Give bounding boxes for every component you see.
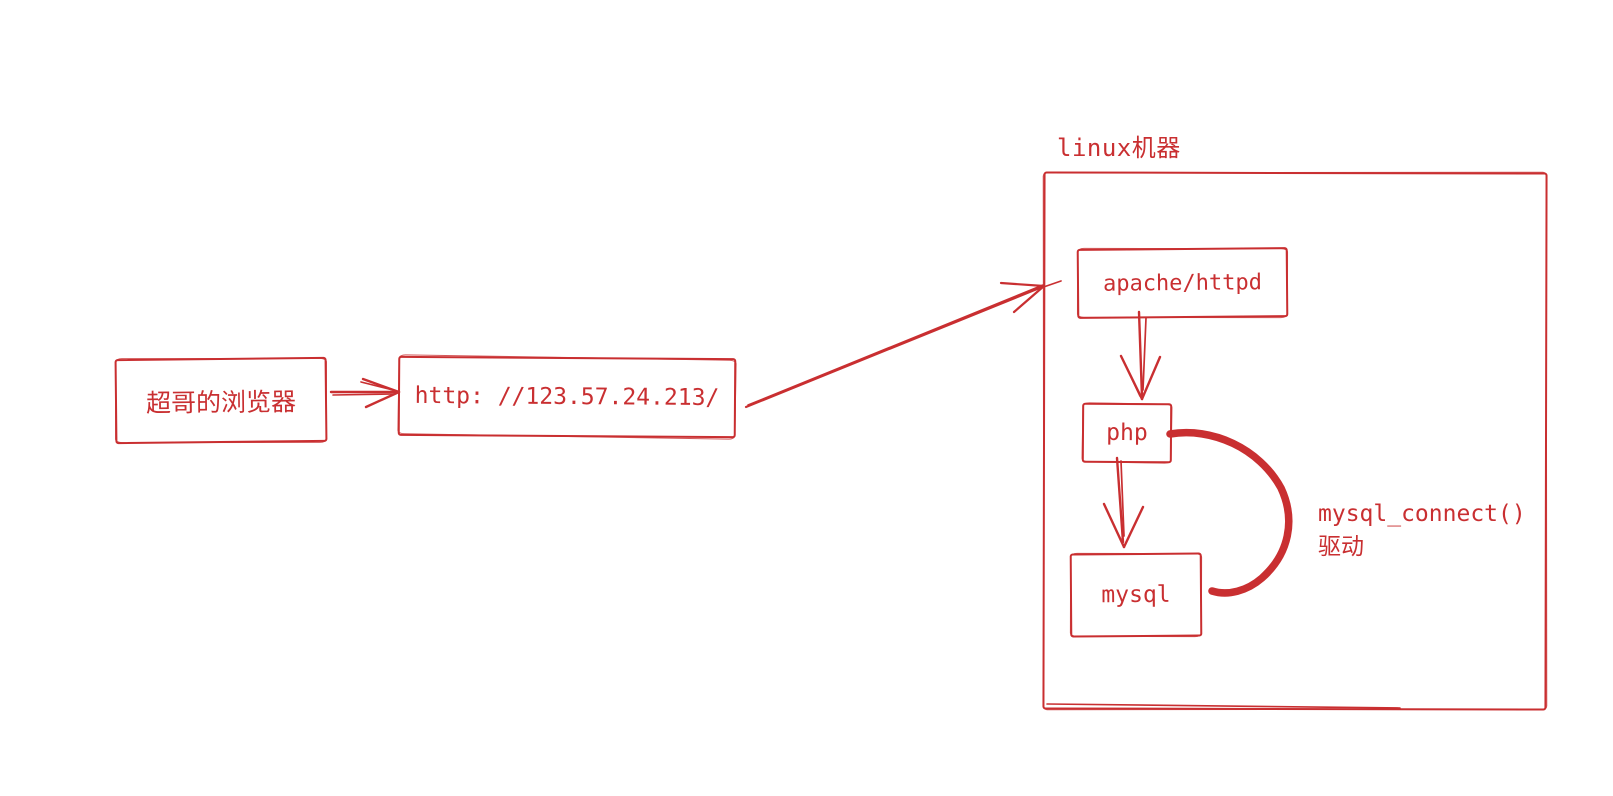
url-node: http: //123.57.24.213/	[397, 355, 737, 439]
arrow-url-to-apache	[744, 280, 1062, 409]
mysql-node: mysql	[1069, 552, 1203, 638]
arrow-browser-to-url	[329, 377, 401, 409]
linux-machine-label: linux机器	[1057, 134, 1181, 162]
php-node: php	[1081, 402, 1173, 464]
mysql-connect-annotation: mysql_connect() 驱动	[1318, 498, 1526, 562]
mysql-connect-annotation-line2: 驱动	[1318, 533, 1364, 559]
url-node-label: http: //123.57.24.213/	[414, 382, 720, 412]
apache-node-label: apache/httpd	[1102, 269, 1263, 297]
browser-node: 超哥的浏览器	[114, 356, 328, 445]
apache-node: apache/httpd	[1076, 247, 1289, 319]
browser-node-label: 超哥的浏览器	[145, 387, 297, 418]
php-node-label: php	[1106, 419, 1148, 447]
mysql-connect-annotation-line1: mysql_connect()	[1318, 501, 1526, 527]
mysql-node-label: mysql	[1101, 581, 1171, 609]
